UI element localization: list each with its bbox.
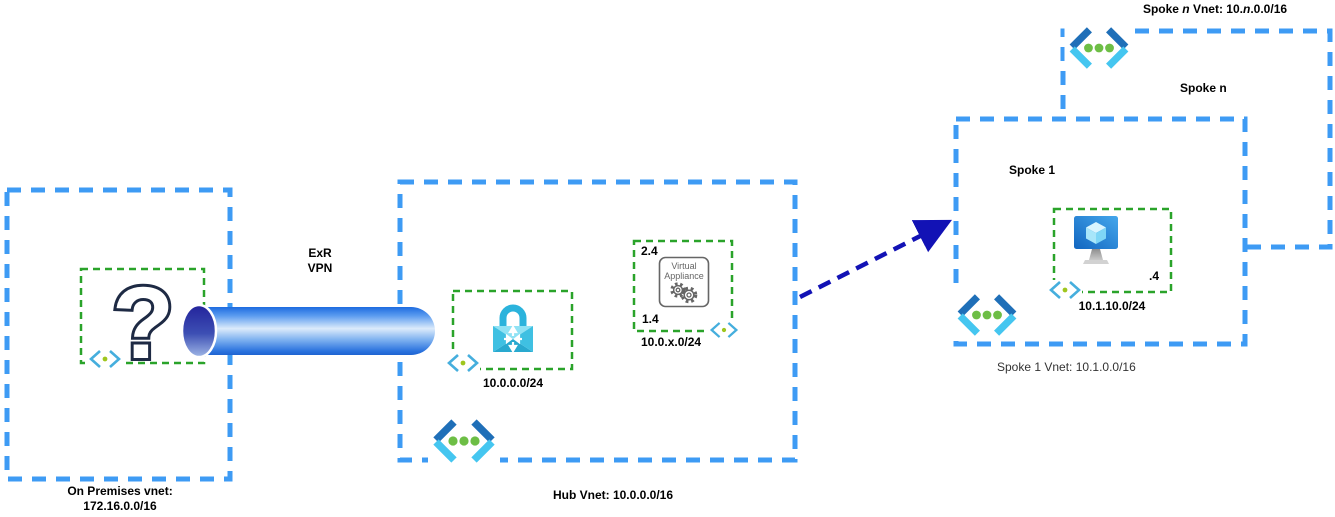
spoke-n-label-part: .0.0/16 [1250, 2, 1288, 16]
on-premises-label: On Premises vnet: 172.16.0.0/16 [20, 484, 220, 514]
nva-subnet-cidr: 10.0.x.0/24 [641, 335, 702, 349]
spoke-n-vnet-box [1060, 28, 1333, 250]
on-premises-label-line1: On Premises vnet: [67, 484, 173, 498]
spoke-1-subnet-cidr: 10.1.10.0/24 [1078, 299, 1146, 313]
vnet-icon-spoke-n [1064, 25, 1134, 71]
spoke-1-vm-ip: .4 [1149, 269, 1160, 283]
spoke-n-label-part: Spoke [1142, 2, 1183, 16]
spoke-n-vnet-label: Spoke n Vnet: 10.n.0.0/16 [1095, 2, 1335, 17]
nva-ip-top: 2.4 [641, 244, 658, 258]
spoke-n-label-italic-n: n [1243, 2, 1251, 16]
lock-shackle [499, 304, 527, 329]
on-premises-label-line2: 172.16.0.0/16 [83, 499, 157, 513]
gears-icon [670, 282, 698, 304]
vm-base [1083, 260, 1109, 264]
subnet-brackets-icon-gateway [446, 353, 480, 373]
spoke-1-subnet-box [1052, 207, 1173, 294]
spoke-n-title: Spoke n [1180, 81, 1227, 95]
pipe-end-cap [180, 303, 218, 359]
pipe-body [199, 307, 435, 355]
subnet-brackets-icon-on-premises [88, 349, 122, 369]
tunnel-label-line1: ExR [308, 246, 332, 260]
appliance-label-line2: Appliance [664, 271, 704, 281]
spoke-1-title: Spoke 1 [1009, 163, 1056, 177]
spoke-1-vnet-label: Spoke 1 Vnet: 10.1.0.0/16 [997, 360, 1136, 374]
spoke-n-label-italic-n: n [1182, 2, 1190, 16]
appliance-label-line1: Virtual [671, 261, 696, 271]
nva-ip-bottom: 1.4 [642, 312, 659, 326]
virtual-appliance-icon: Virtual Appliance [658, 256, 710, 308]
tunnel-label-line2: VPN [307, 261, 333, 275]
subnet-brackets-icon-spoke-1 [1048, 280, 1082, 300]
vnet-peering-line [798, 219, 953, 300]
gateway-subnet-cidr: 10.0.0.0/24 [482, 376, 544, 390]
nva-subnet-box [632, 239, 734, 333]
lock-arrows [504, 324, 522, 354]
vpn-tunnel-pipe [180, 303, 435, 359]
gateway-subnet-box [451, 289, 574, 371]
vnet-icon-hub [428, 417, 500, 465]
vm-stand [1089, 249, 1103, 260]
subnet-brackets-icon-nva [709, 321, 739, 339]
vm-cube [1086, 222, 1106, 244]
vnet-icon-spoke-1 [952, 292, 1022, 338]
spoke-n-label-part: Vnet: 10. [1189, 2, 1243, 16]
gateway-lock-icon [493, 304, 533, 354]
vm-icon [1074, 216, 1118, 264]
tunnel-label: ExR VPN [260, 246, 380, 276]
hub-vnet-label: Hub Vnet: 10.0.0.0/16 [552, 488, 674, 502]
